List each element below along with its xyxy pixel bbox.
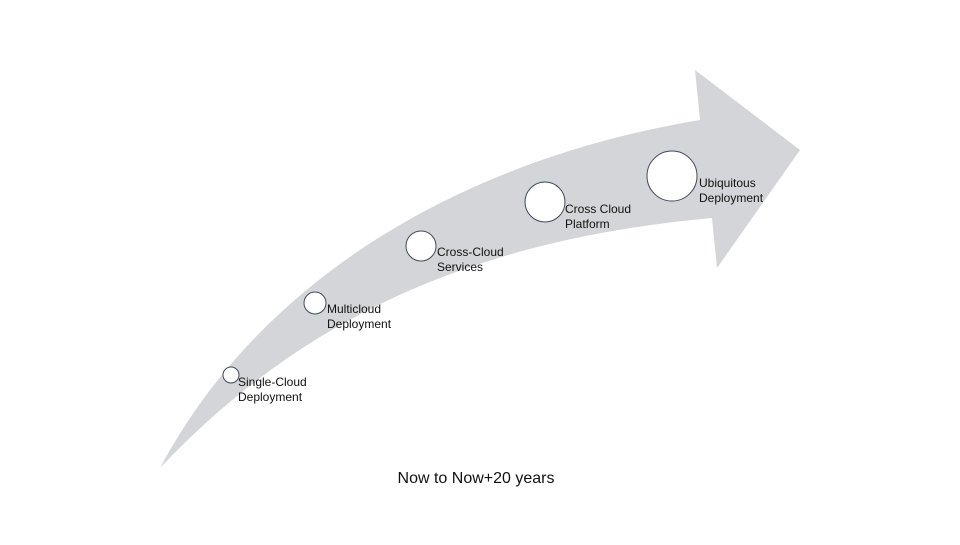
stage-label-single-cloud: Single-Cloud Deployment <box>238 375 307 405</box>
stage-marker-multicloud <box>303 291 327 315</box>
stage-label-line2: Services <box>437 260 484 274</box>
stage-label-multicloud: Multicloud Deployment <box>327 302 391 332</box>
stage-label-line2: Deployment <box>699 191 764 205</box>
timeline-caption: Now to Now+20 years <box>397 470 555 487</box>
stage-label-line1: Cross Cloud <box>565 202 632 216</box>
stage-marker-cross-cloud-services <box>405 230 437 262</box>
stage-label-line1: Ubiquitous <box>699 176 756 190</box>
stage-marker-single-cloud <box>222 366 240 384</box>
stage-label-line1: Cross-Cloud <box>437 245 504 259</box>
stage-label-line2: Deployment <box>238 390 303 404</box>
stage-label-cross-cloud-platform: Cross Cloud Platform <box>565 202 631 232</box>
progress-arrow <box>160 70 800 468</box>
stage-marker-ubiquitous <box>646 150 698 202</box>
stage-label-line1: Multicloud <box>327 302 382 316</box>
stage-label-line2: Platform <box>565 217 610 231</box>
stage-marker-cross-cloud-platform <box>524 181 566 223</box>
stage-label-cross-cloud-services: Cross-Cloud Services <box>437 245 504 275</box>
stage-label-line2: Deployment <box>327 317 392 331</box>
stage-label-line1: Single-Cloud <box>238 375 307 389</box>
stage-label-ubiquitous: Ubiquitous Deployment <box>699 176 763 206</box>
